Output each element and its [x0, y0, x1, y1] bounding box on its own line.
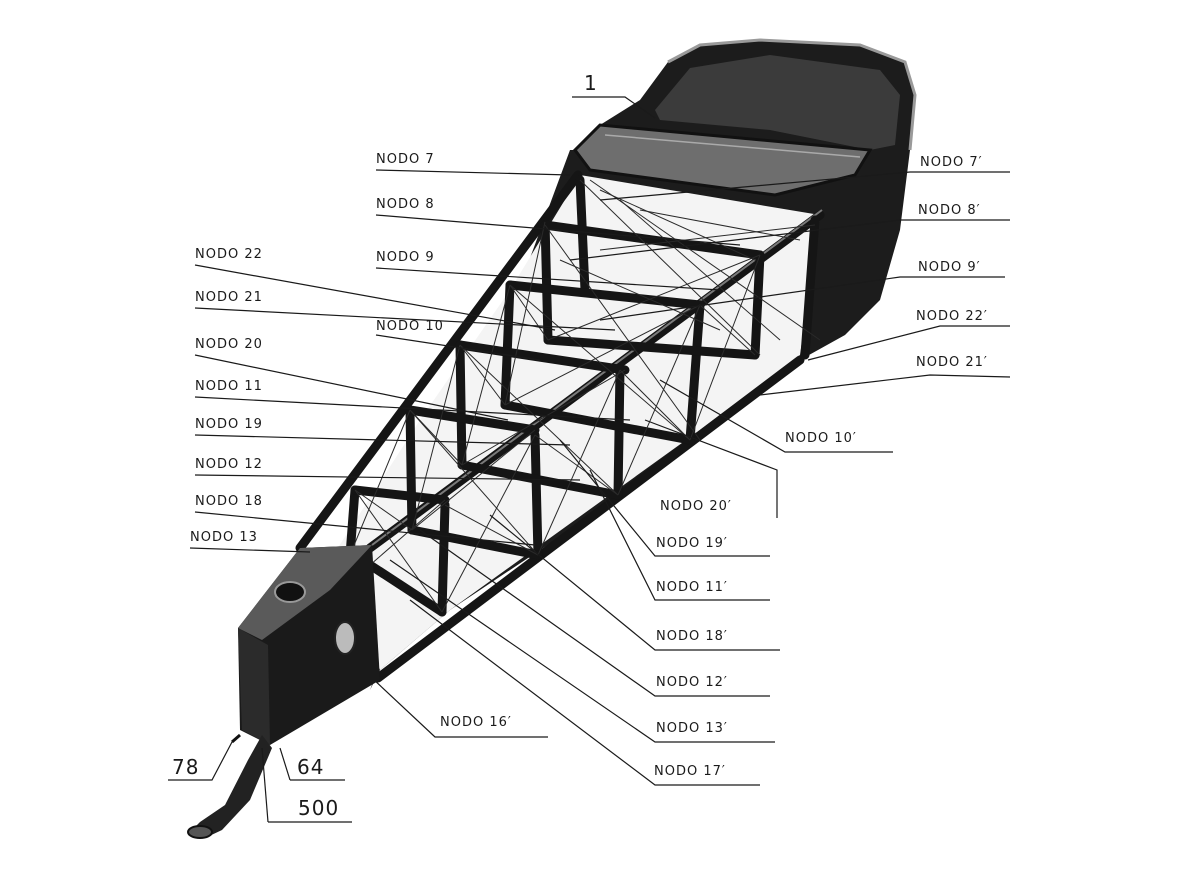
- cockpit-tray: [573, 123, 873, 197]
- fuselage-illustration: [187, 38, 917, 839]
- label-nodo-12: NODO 12: [195, 457, 263, 472]
- label-nodo-7: NODO 7: [376, 152, 435, 167]
- labels: 1 NODO 7 NODO 8 NODO 22 NODO 9 NODO 21 N…: [172, 71, 988, 820]
- label-nodo-20-prime: NODO 20′: [660, 499, 732, 514]
- label-nodo-18-prime: NODO 18′: [656, 629, 728, 644]
- label-500: 500: [298, 796, 339, 820]
- label-nodo-19-prime: NODO 19′: [656, 536, 728, 551]
- label-nodo-20: NODO 20: [195, 337, 263, 352]
- label-nodo-13: NODO 13: [190, 530, 258, 545]
- label-nodo-16-prime: NODO 16′: [440, 715, 512, 730]
- label-nodo-8: NODO 8: [376, 197, 435, 212]
- cockpit-interior: [655, 55, 900, 150]
- label-nodo-22-prime: NODO 22′: [916, 309, 988, 324]
- side-hole: [334, 621, 356, 655]
- cockpit-rim: [667, 38, 917, 151]
- label-nodo-11: NODO 11: [195, 379, 263, 394]
- label-nodo-21: NODO 21: [195, 290, 263, 305]
- label-nodo-8-prime: NODO 8′: [918, 203, 981, 218]
- label-nodo-10-prime: NODO 10′: [785, 431, 857, 446]
- label-nodo-22: NODO 22: [195, 247, 263, 262]
- leader-lines: [168, 96, 1011, 823]
- label-64: 64: [297, 755, 324, 779]
- label-nodo-17-prime: NODO 17′: [654, 764, 726, 779]
- tail-hole: [274, 581, 306, 603]
- label-nodo-12-prime: NODO 12′: [656, 675, 728, 690]
- label-nodo-18: NODO 18: [195, 494, 263, 509]
- label-nodo-19: NODO 19: [195, 417, 263, 432]
- label-nodo-9: NODO 9: [376, 250, 435, 265]
- label-nodo-21-prime: NODO 21′: [916, 355, 988, 370]
- label-1: 1: [584, 71, 598, 95]
- label-nodo-9-prime: NODO 9′: [918, 260, 981, 275]
- label-78: 78: [172, 755, 199, 779]
- label-nodo-10: NODO 10: [376, 319, 444, 334]
- tail-skid: [190, 735, 272, 838]
- label-nodo-7-prime: NODO 7′: [920, 155, 983, 170]
- label-nodo-11-prime: NODO 11′: [656, 580, 728, 595]
- bracing-wires: [349, 179, 821, 613]
- label-nodo-13-prime: NODO 13′: [656, 721, 728, 736]
